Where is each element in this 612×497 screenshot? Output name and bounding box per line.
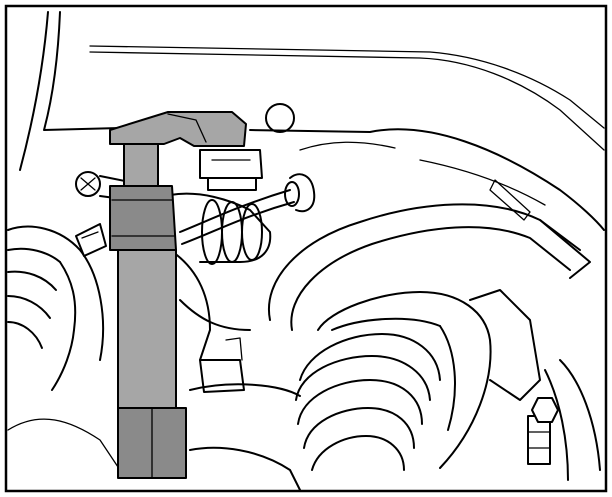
cv-boot-left <box>7 225 121 471</box>
steering-boot <box>169 192 272 361</box>
wire-harness <box>179 173 316 245</box>
fender-panel <box>19 11 605 231</box>
control-arm <box>267 159 591 331</box>
hub-disc <box>527 359 601 481</box>
hex-bolt <box>531 397 559 423</box>
socket-wrench-tool <box>109 111 247 479</box>
wire-clip <box>75 223 107 257</box>
cv-boot-right <box>295 289 541 471</box>
sensor-bracket <box>199 149 263 191</box>
lower-structure <box>189 337 301 491</box>
